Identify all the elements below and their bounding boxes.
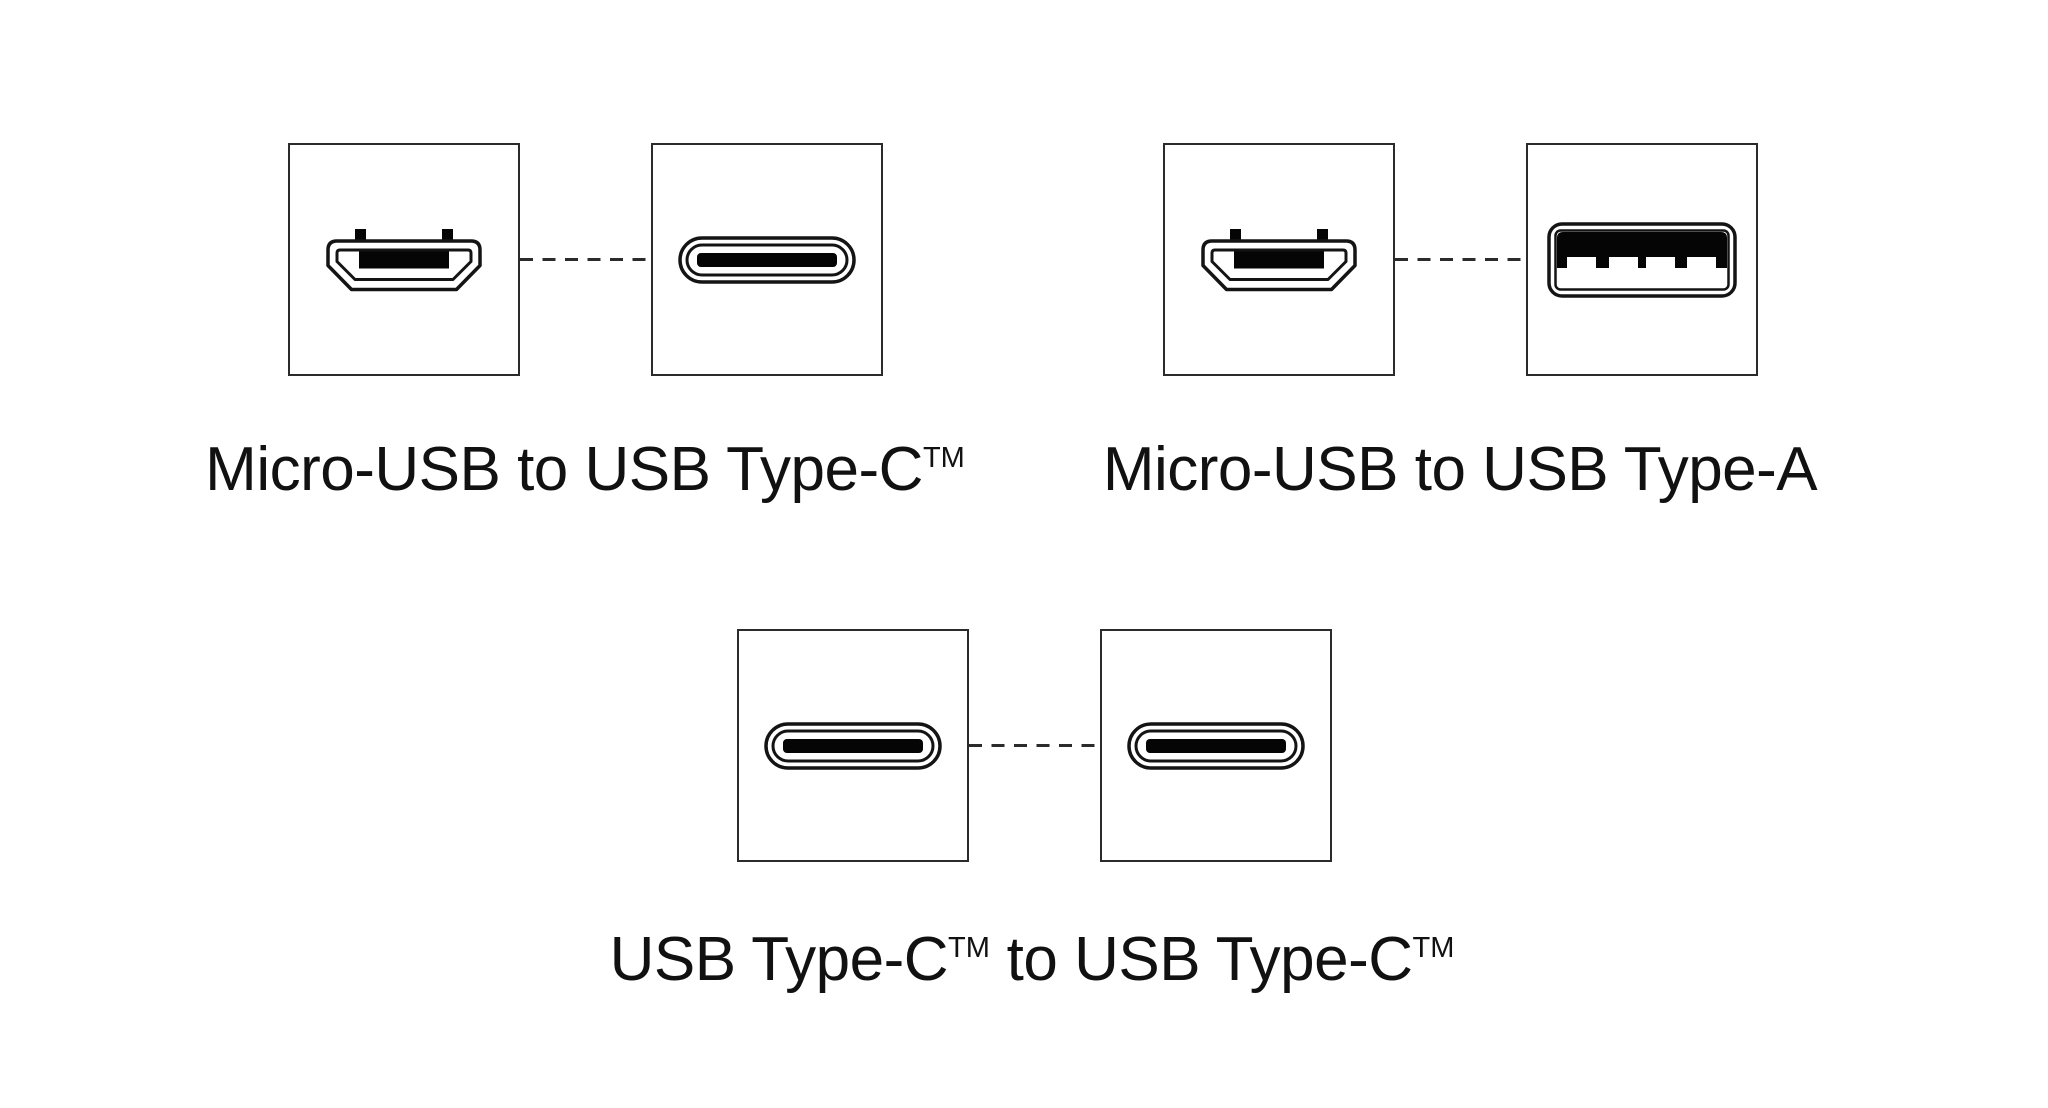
usb-type-a-icon bbox=[1547, 221, 1737, 298]
usb-type-c-icon bbox=[1127, 721, 1305, 770]
pair2-cable-dashed-line bbox=[1395, 258, 1526, 261]
pair3-left-connector-box bbox=[737, 629, 969, 862]
micro-usb-icon bbox=[1201, 228, 1357, 291]
pair3-right-connector-box bbox=[1100, 629, 1332, 862]
micro-usb-icon bbox=[326, 228, 482, 291]
pair2-right-connector-box bbox=[1526, 143, 1758, 376]
pair1-cable-dashed-line bbox=[520, 258, 651, 261]
pair3-label: USB Type-CTM to USB Type-CTM bbox=[582, 929, 1482, 991]
usb-type-c-icon bbox=[764, 721, 942, 770]
pair1-trademark-superscript: TM bbox=[922, 442, 965, 474]
pair3-label-text2: to USB Type-C bbox=[989, 925, 1413, 994]
pair2-label: Micro-USB to USB Type-A bbox=[1010, 439, 1910, 501]
pair1-right-connector-box bbox=[651, 143, 883, 376]
pair1-label: Micro-USB to USB Type-CTM bbox=[135, 439, 1035, 501]
pair3-cable-dashed-line bbox=[969, 744, 1100, 747]
usb-type-c-icon bbox=[678, 235, 856, 284]
pair2-left-connector-box bbox=[1163, 143, 1395, 376]
pair1-left-connector-box bbox=[288, 143, 520, 376]
pair3-trademark1-superscript: TM bbox=[948, 932, 990, 964]
pair1-label-text: Micro-USB to USB Type-C bbox=[205, 435, 923, 504]
pair3-label-text1: USB Type-C bbox=[609, 925, 949, 994]
pair3-trademark2-superscript: TM bbox=[1412, 932, 1455, 964]
pair2-label-text: Micro-USB to USB Type-A bbox=[1102, 435, 1818, 504]
